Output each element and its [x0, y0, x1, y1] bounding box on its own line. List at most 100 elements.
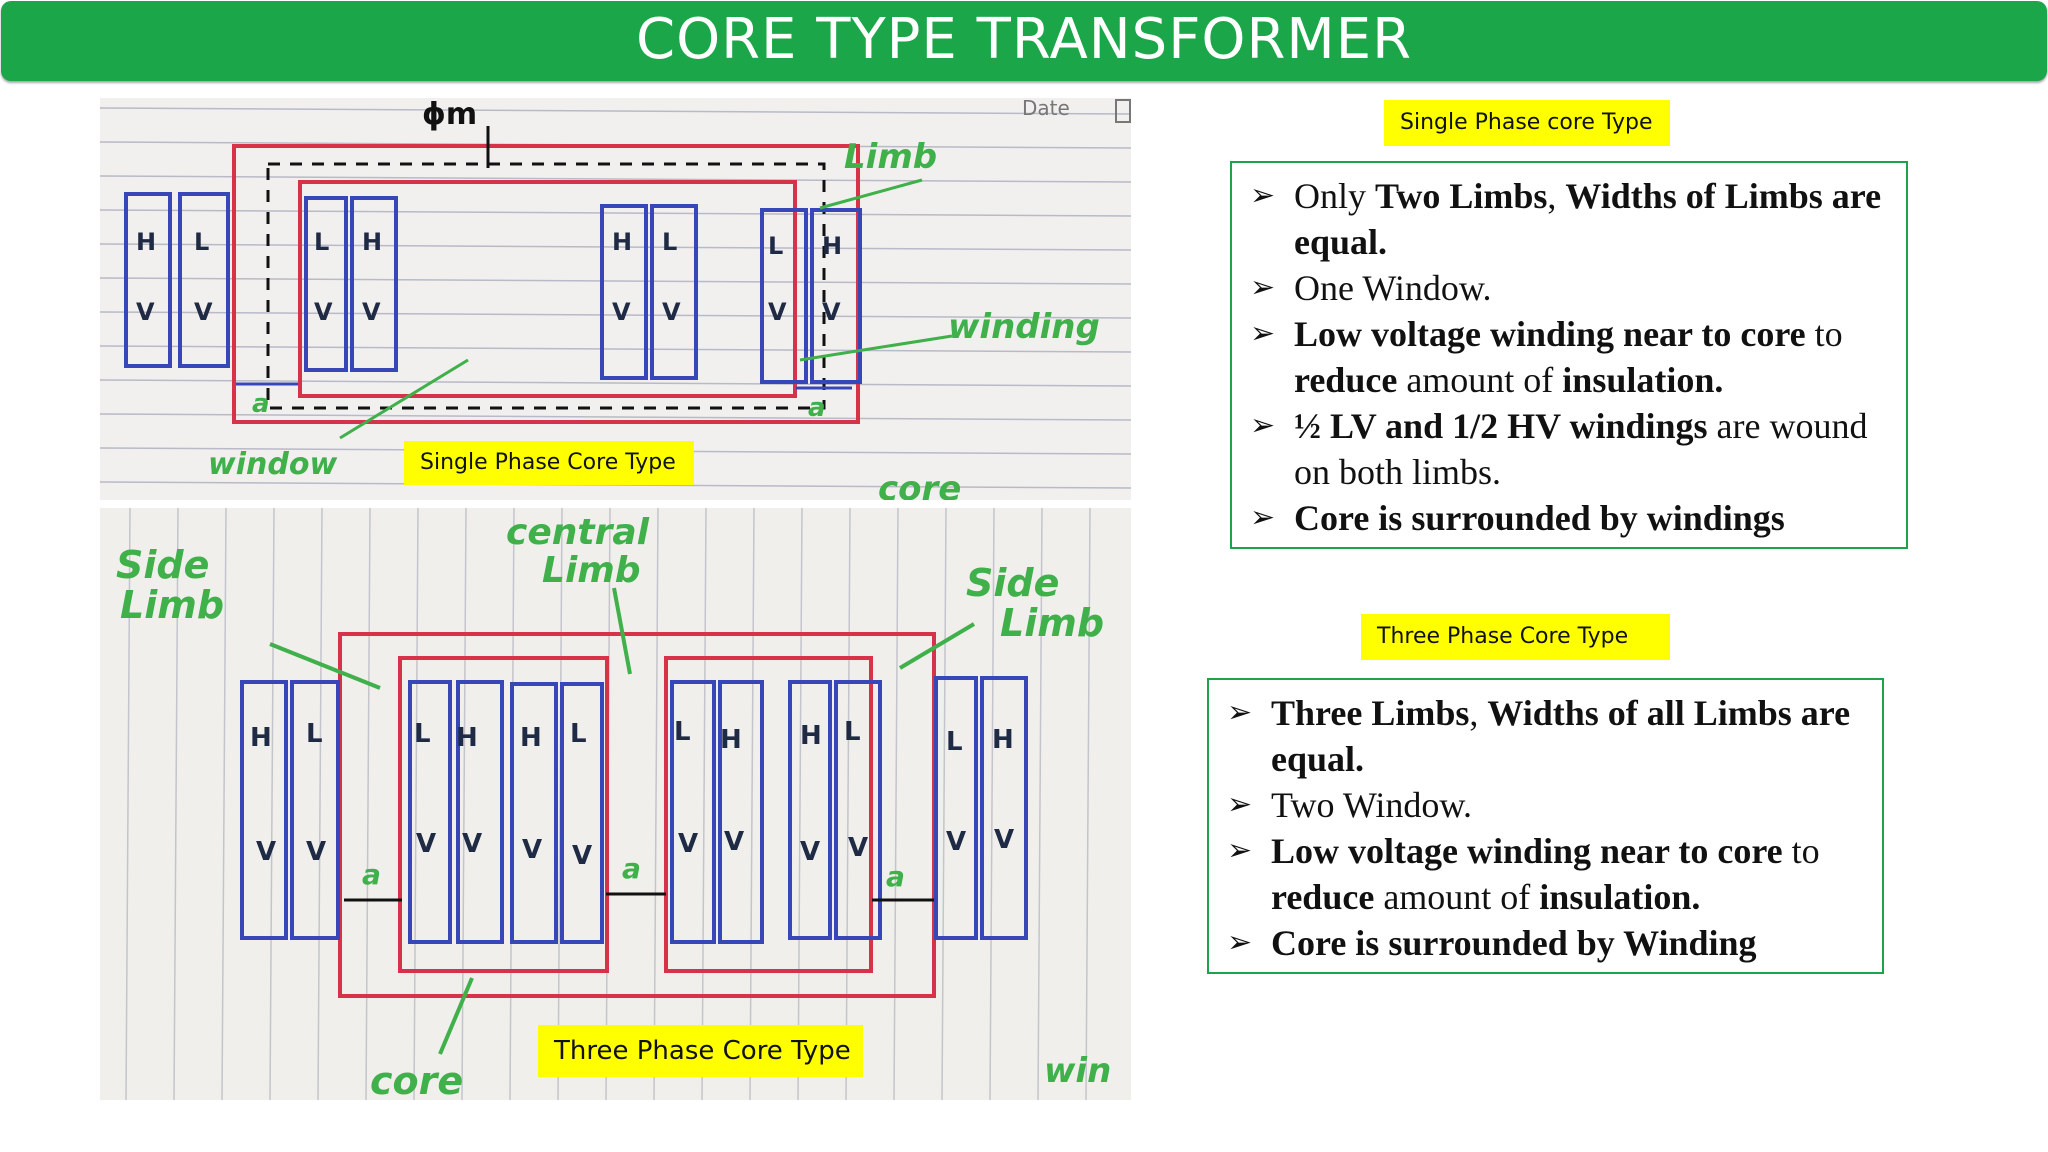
bullet-bold-text: Three Limbs [1271, 693, 1470, 733]
bullet-point: ➢Three Limbs, Widths of all Limbs are eq… [1223, 690, 1872, 782]
svg-text:H: H [800, 721, 822, 751]
bullet-text: , [1547, 176, 1566, 216]
arrow-bullet-icon: ➢ [1250, 500, 1276, 535]
svg-text:H: H [520, 723, 542, 753]
svg-text:V: V [416, 829, 436, 859]
winding-label: winding [948, 307, 1100, 347]
slide-title: CORE TYPE TRANSFORMER [635, 7, 1413, 72]
flux-label: ϕm [422, 98, 477, 132]
bullet-bold-text: insulation. [1539, 877, 1701, 917]
bullet-text: to [1805, 314, 1843, 354]
arrow-bullet-icon: ➢ [1227, 695, 1253, 730]
svg-text:V: V [724, 827, 744, 857]
svg-text:V: V [946, 827, 966, 857]
windings [240, 676, 1028, 944]
arrow-bullet-icon: ➢ [1250, 316, 1276, 351]
date-label: Date [1022, 98, 1070, 120]
arrow-bullet-icon: ➢ [1250, 178, 1276, 213]
svg-text:H: H [250, 723, 272, 753]
svg-text:L: L [946, 727, 963, 757]
three-phase-sketch-drawing: H L L H H L L H H L L H V V V V V V V V … [116, 508, 1111, 1100]
side-limb-right-line1: Side [966, 561, 1059, 605]
gap-label-3: a [886, 860, 905, 893]
bullet-bold-text: ½ LV and 1/2 HV windings [1294, 406, 1708, 446]
gap-label-1: a [362, 858, 381, 891]
gap-label-left: a [252, 389, 270, 419]
single-phase-list: ➢ Only Two Limbs, Widths of Limbs are equ… [1246, 173, 1896, 541]
bullet-bold-text: reduce [1294, 360, 1398, 400]
limb-label: Limb [844, 137, 937, 177]
bullet-text: , [1469, 693, 1488, 733]
side-limb-left-line2: Limb [120, 583, 224, 627]
svg-text:L: L [306, 719, 323, 749]
gap-arrows [236, 382, 852, 390]
core-label: core [370, 1059, 463, 1100]
arrow-bullet-icon: ➢ [1250, 408, 1276, 443]
svg-text:V: V [306, 837, 326, 867]
side-limb-right-line2: Limb [1000, 601, 1104, 645]
bullet-text: are wound on both limbs. [1294, 406, 1868, 492]
svg-text:L: L [314, 228, 329, 256]
single-phase-tag: Single Phase core Type [1384, 100, 1670, 146]
bullet-bold-text: Two Limbs [1375, 176, 1548, 216]
single-phase-caption: Single Phase Core Type [404, 441, 694, 485]
svg-text:V: V [522, 835, 542, 865]
svg-text:H: H [822, 232, 842, 260]
gap-arrows [344, 892, 934, 902]
winding-letters: H L L H H L L H H L L H V V V V V V V V … [250, 717, 1014, 871]
three-phase-tag: Three Phase Core Type [1361, 614, 1670, 660]
central-limb-line1: central [506, 512, 650, 553]
three-phase-list: ➢Three Limbs, Widths of all Limbs are eq… [1223, 690, 1872, 966]
svg-text:V: V [800, 837, 820, 867]
svg-text:L: L [662, 228, 677, 256]
svg-text:V: V [462, 829, 482, 859]
bullet-text: One Window. [1294, 268, 1492, 308]
svg-text:H: H [992, 725, 1014, 755]
bullet-bold-text: Low voltage winding near to core [1294, 314, 1806, 354]
bullet-text: to [1782, 831, 1820, 871]
single-phase-sketch: Date H L L H H L L H V V V V V [100, 98, 1131, 500]
svg-text:H: H [720, 725, 742, 755]
bullet-text: amount of [1397, 360, 1563, 400]
svg-text:L: L [768, 232, 783, 260]
svg-text:L: L [674, 717, 691, 747]
window-label: window [208, 447, 337, 482]
bullet-point: ➢ One Window. [1246, 265, 1896, 311]
bullet-point: ➢ Core is surrounded by Winding [1223, 920, 1872, 966]
bullet-bold-text: Widths of Limbs are equal. [1294, 176, 1882, 262]
svg-text:V: V [136, 298, 155, 326]
bullet-bold-text: insulation. [1562, 360, 1724, 400]
bullet-point: ➢ Only Two Limbs, Widths of Limbs are equ… [1246, 173, 1896, 265]
annotation-arrows [269, 587, 976, 1055]
bullet-text: amount of [1374, 877, 1540, 917]
svg-text:V: V [256, 837, 276, 867]
bullet-bold-text: Core is surrounded by Winding [1271, 923, 1757, 963]
three-phase-sketch: H L L H H L L H H L L H V V V V V V V V … [100, 508, 1131, 1100]
svg-text:V: V [612, 298, 631, 326]
gap-label-right: a [808, 393, 826, 423]
bullet-text: Only [1294, 176, 1375, 216]
arrow-bullet-icon: ➢ [1227, 833, 1253, 868]
title-bar: CORE TYPE TRANSFORMER [1, 1, 2047, 81]
svg-text:V: V [362, 298, 381, 326]
single-phase-points: ➢ Only Two Limbs, Widths of Limbs are equ… [1230, 161, 1908, 549]
svg-text:H: H [612, 228, 632, 256]
three-phase-points: ➢Three Limbs, Widths of all Limbs are eq… [1207, 678, 1884, 974]
bullet-point: ➢Two Window. [1223, 782, 1872, 828]
central-limb-line2: Limb [542, 550, 641, 591]
gap-label-2: a [622, 852, 641, 885]
arrow-bullet-icon: ➢ [1250, 270, 1276, 305]
bullet-point: ➢ Core is surrounded by windings [1246, 495, 1896, 541]
svg-text:V: V [768, 298, 787, 326]
three-phase-caption: Three Phase Core Type [538, 1025, 863, 1077]
svg-text:V: V [314, 298, 333, 326]
flux-path [266, 162, 826, 410]
notebook-ruling [100, 107, 1131, 489]
bullet-bold-text: Core is surrounded by windings [1294, 498, 1785, 538]
notebook-ruling-vertical [125, 508, 1091, 1100]
arrow-bullet-icon: ➢ [1227, 925, 1253, 960]
bullet-point: ➢ Low voltage winding near to core to red… [1246, 311, 1896, 403]
svg-text:L: L [414, 719, 431, 749]
svg-text:V: V [678, 829, 698, 859]
svg-text:L: L [194, 228, 209, 256]
